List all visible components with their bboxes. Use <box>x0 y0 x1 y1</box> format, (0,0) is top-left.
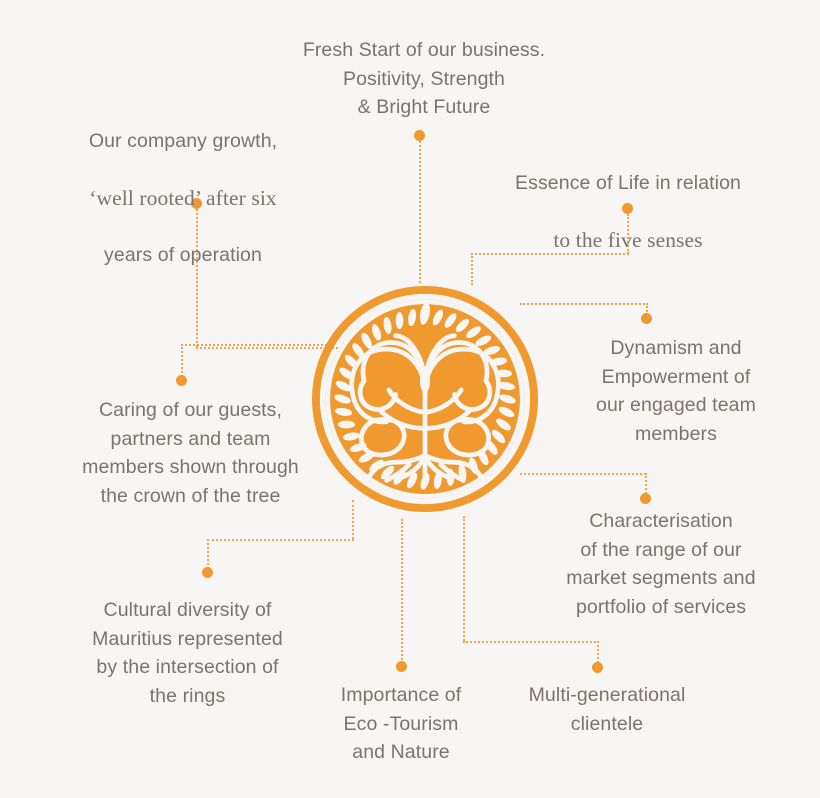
connector-caring-vertical <box>181 344 183 384</box>
connector-eco-tourism-vertical <box>401 519 403 667</box>
connector-essence-vertical <box>627 214 629 254</box>
callout-company-growth-line2: ‘well rooted’ after six <box>89 185 277 210</box>
node-dot-characterisation[interactable] <box>640 493 651 504</box>
connector-multigen-vertical <box>597 641 599 667</box>
callout-eco-tourism: Importance of Eco -Tourism and Nature <box>340 684 462 763</box>
connector-company-growth-horizontal <box>196 347 338 349</box>
callout-essence-line1: Essence of Life in relation <box>515 171 741 194</box>
callout-caring-of-guests: Caring of our guests, partners and team … <box>82 399 299 507</box>
connector-cultural-vertical-upper <box>352 500 354 539</box>
node-dot-multi-generational[interactable] <box>592 662 603 673</box>
callout-dynamism-empowerment: Dynamism and Empowerment of our engaged … <box>596 337 756 445</box>
node-dot-fresh-start[interactable] <box>414 130 425 141</box>
connector-cultural-vertical <box>207 539 209 573</box>
connector-essence-horizontal <box>471 253 629 255</box>
callout-essence-line2: to the five senses <box>553 227 703 252</box>
connector-cultural-horizontal <box>207 539 354 541</box>
callout-company-growth-line3: years of operation <box>104 243 262 266</box>
connector-characterisation-vertical <box>645 473 647 501</box>
node-dot-caring-of-guests[interactable] <box>176 375 187 386</box>
connector-company-growth-vertical <box>196 209 198 347</box>
connector-multigen-horizontal <box>463 641 599 643</box>
node-dot-company-growth[interactable] <box>191 198 202 209</box>
connector-essence-vertical-lower <box>471 253 473 285</box>
connector-caring-horizontal <box>181 344 331 346</box>
node-dot-eco-tourism[interactable] <box>396 661 407 672</box>
callout-cultural-diversity: Cultural diversity of Mauritius represen… <box>92 599 283 707</box>
node-dot-cultural-diversity[interactable] <box>202 567 213 578</box>
connector-characterisation-horizontal <box>520 473 646 475</box>
connector-fresh-start <box>419 141 421 283</box>
node-dot-dynamism[interactable] <box>641 313 652 324</box>
callout-company-growth: Our company growth, ‘well rooted’ after … <box>43 98 323 298</box>
connector-multigen-vertical-left <box>463 516 465 641</box>
callout-characterisation: Characterisation of the range of our mar… <box>566 510 756 618</box>
node-dot-essence-of-life[interactable] <box>622 203 633 214</box>
callout-company-growth-line1: Our company growth, <box>88 129 278 152</box>
celtic-tree-of-life-emblem <box>312 282 538 516</box>
callout-essence-of-life: Essence of Life in relation to the five … <box>483 140 773 283</box>
callout-fresh-start: Fresh Start of our business. Positivity,… <box>302 39 546 118</box>
callout-multi-generational: Multi-generational clientele <box>528 684 686 735</box>
connector-dynamism-horizontal <box>520 303 648 305</box>
